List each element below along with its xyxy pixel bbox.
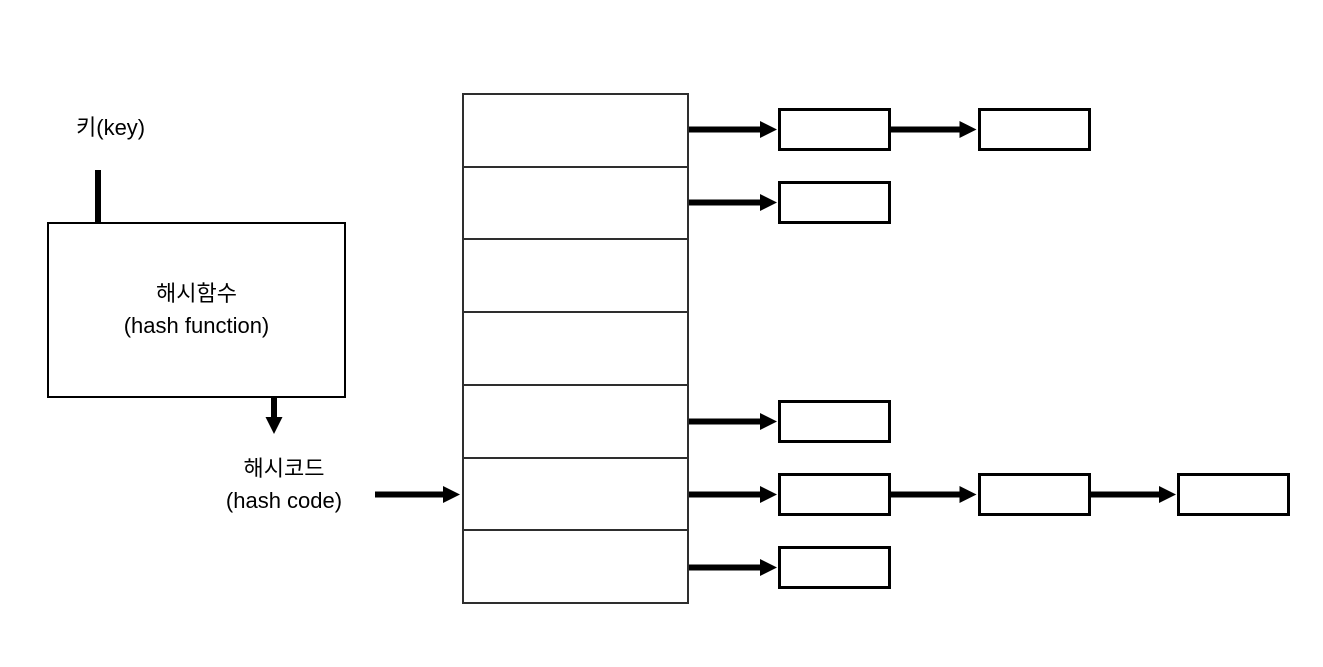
node-to-node-arrow: [891, 486, 977, 503]
hash-bucket: [464, 458, 687, 532]
bucket-to-node-arrow: [689, 559, 777, 576]
node-to-node-arrow: [1090, 486, 1176, 503]
hash-bucket: [464, 313, 687, 386]
hash-code-label-english: (hash code): [225, 487, 343, 513]
chain-node: [778, 400, 891, 443]
hash-bucket: [464, 95, 687, 168]
bucket-to-node-arrow: [689, 486, 777, 503]
hash-code-label-korean: 해시코드: [243, 456, 325, 481]
chain-node: [977, 473, 1091, 516]
key-label: 키(key): [76, 115, 146, 140]
hash-table-array: [462, 93, 689, 604]
node-to-node-arrow: [891, 121, 977, 138]
hash-function-label-english: (hash function): [123, 313, 270, 338]
bucket-to-node-arrow: [689, 121, 777, 138]
hash-bucket: [464, 385, 687, 459]
hash-function-label-korean: 해시함수: [156, 281, 237, 307]
hash-bucket: [464, 531, 687, 603]
bucket-to-node-arrow: [689, 194, 777, 211]
hash-bucket: [464, 167, 687, 241]
hash-code-label: 해시코드 (hash code): [188, 453, 380, 517]
hash-code-to-bucket-arrow: [375, 486, 460, 503]
chain-node: [778, 108, 891, 151]
hash-bucket: [464, 240, 687, 314]
chain-node: [1177, 473, 1290, 516]
chain-node: [977, 108, 1091, 151]
chain-node: [778, 181, 891, 224]
hash-function-box: 해시함수 (hash function): [47, 222, 346, 398]
chain-node: [778, 473, 891, 516]
bucket-to-node-arrow: [689, 413, 777, 430]
chain-node: [778, 546, 891, 589]
